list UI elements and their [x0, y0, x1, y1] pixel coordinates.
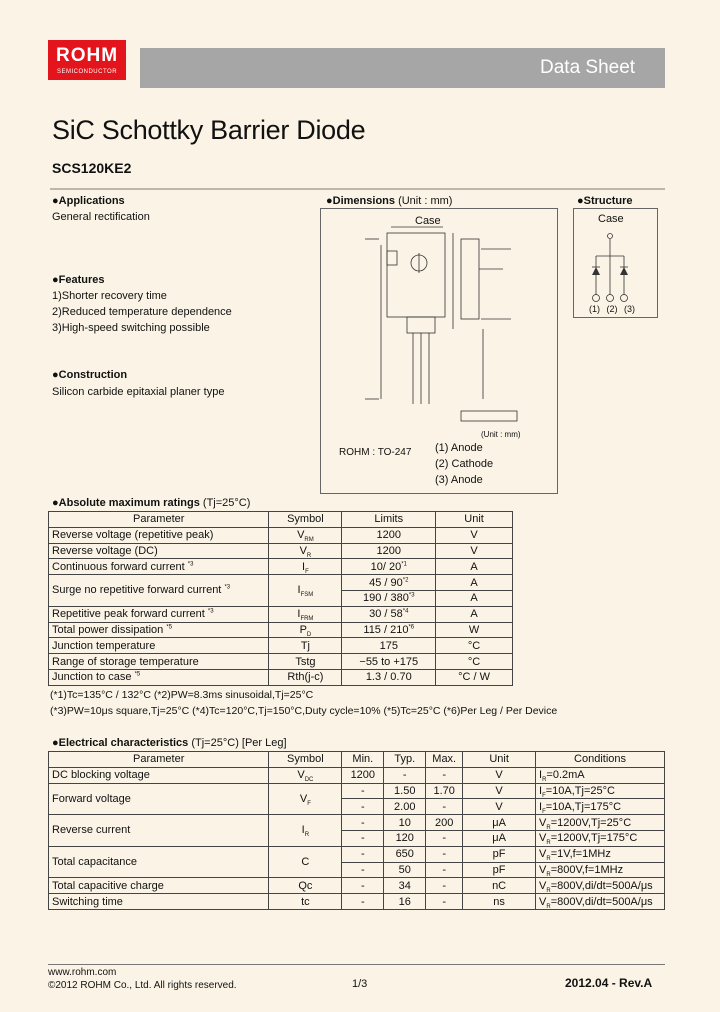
package-name: ROHM : TO-247 — [339, 447, 412, 458]
abs-max-heading: ●Absolute maximum ratings (Tj=25°C) — [52, 497, 251, 509]
dimensions-heading: ●Dimensions (Unit : mm) — [326, 195, 453, 207]
logo-text: ROHM — [55, 45, 119, 66]
structure-pins: (1) (2) (3) — [589, 304, 636, 314]
pin-2-label: (2) Cathode — [435, 458, 494, 470]
pin-3-label: (3) Anode — [435, 474, 483, 486]
doc-type-label: Data Sheet — [528, 48, 665, 88]
logo-subtext: SEMICONDUCTOR — [56, 69, 118, 75]
pin-1-label: (1) Anode — [435, 442, 483, 454]
construction-heading: ●Construction — [52, 369, 128, 381]
footer-divider — [48, 964, 665, 965]
features-list: 1)Shorter recovery time 2)Reduced temper… — [52, 288, 232, 336]
case-label: Case — [415, 215, 441, 227]
rohm-logo: ROHM SEMICONDUCTOR — [48, 40, 126, 80]
abs-max-notes: (*1)Tc=135°C / 132°C (*2)PW=8.3ms sinuso… — [50, 687, 557, 719]
footer-copyright: ©2012 ROHM Co., Ltd. All rights reserved… — [48, 980, 237, 991]
feature-item: 1)Shorter recovery time — [52, 290, 167, 302]
elec-heading: ●Electrical characteristics (Tj=25°C) [P… — [52, 737, 287, 749]
feature-item: 2)Reduced temperature dependence — [52, 306, 232, 318]
structure-box: Case (1) (2) (3) — [573, 208, 658, 318]
applications-text: General rectification — [52, 211, 150, 223]
construction-text: Silicon carbide epitaxial planer type — [52, 386, 225, 398]
note-line: (*3)PW=10μs square,Tj=25°C (*4)Tc=120°C,… — [50, 705, 558, 717]
package-drawing — [365, 226, 518, 422]
features-heading: ●Features — [52, 274, 105, 286]
part-number: SCS120KE2 — [52, 160, 132, 176]
revision: 2012.04 - Rev.A — [565, 976, 653, 990]
page-title: SiC Schottky Barrier Diode — [52, 115, 366, 145]
footer-url[interactable]: www.rohm.com — [48, 967, 117, 978]
applications-heading: ●Applications — [52, 195, 125, 207]
feature-item: 3)High-speed switching possible — [52, 322, 210, 334]
diode-symbol — [592, 233, 628, 302]
structure-case-label: Case — [598, 213, 624, 225]
pin-list: (1) Anode (2) Cathode (3) Anode — [435, 440, 493, 488]
divider — [50, 188, 665, 190]
dimensions-box: Case (Unit : mm) ROHM : TO-247 (1) Anode — [320, 208, 558, 494]
structure-heading: ●Structure — [577, 195, 633, 207]
page-number: 1/3 — [352, 978, 368, 990]
unit-note: (Unit : mm) — [481, 430, 521, 439]
note-line: (*1)Tc=135°C / 132°C (*2)PW=8.3ms sinuso… — [50, 689, 314, 701]
